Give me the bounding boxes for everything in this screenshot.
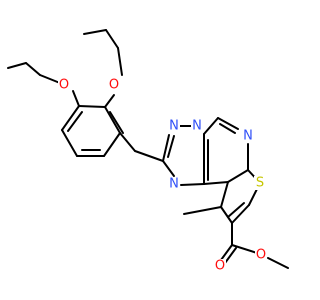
bond (162, 160, 175, 177)
bond (83, 29, 107, 35)
atom-label-background (191, 119, 203, 133)
atom-label-oxygen: O (215, 259, 225, 274)
atom-label-nitrogen: N (169, 119, 179, 134)
bond (104, 94, 115, 108)
atom-label-background (58, 78, 70, 92)
bond (134, 150, 164, 162)
bond (203, 181, 229, 185)
bond (72, 90, 80, 107)
atom-label-oxygen: O (256, 248, 266, 263)
bond (267, 257, 289, 269)
bond (105, 29, 119, 49)
bond (25, 62, 41, 76)
bond (109, 111, 124, 134)
atom-label-layer: O O N N N N S O O (58, 78, 267, 274)
atom-label-nitrogen: N (169, 177, 179, 192)
atom-label-background (214, 259, 226, 273)
bond (180, 183, 205, 186)
atom-label-oxygen: O (109, 78, 119, 93)
bond (7, 62, 27, 69)
bond-layer (7, 29, 289, 269)
atom-label-background (255, 248, 267, 262)
structure-drawing: O O N N N N S O O (7, 29, 289, 274)
bond (162, 134, 170, 162)
atom-label-background (108, 78, 120, 92)
atom-label-background (242, 129, 254, 143)
bond (224, 247, 237, 264)
bond (61, 129, 78, 157)
bond (227, 202, 245, 218)
atom-label-background (254, 176, 266, 190)
molecule-canvas: O O N N N N S O O (7, 29, 289, 274)
bond (183, 206, 222, 215)
bond (119, 132, 136, 152)
atom-label-sulfur: S (256, 176, 264, 191)
atom-label-nitrogen: N (192, 119, 202, 134)
bond (103, 132, 121, 157)
bond (231, 204, 250, 224)
bond (39, 74, 61, 84)
bond (217, 117, 239, 130)
atom-label-background (168, 119, 180, 133)
bond (117, 47, 123, 76)
bond (231, 244, 258, 254)
atom-label-oxygen: O (59, 78, 69, 93)
bond (220, 206, 233, 224)
bond (61, 105, 80, 131)
bond (67, 111, 83, 132)
bond (104, 106, 121, 134)
bond (227, 169, 249, 183)
atom-label-background (168, 177, 180, 191)
bond (167, 135, 175, 158)
bond (219, 123, 236, 134)
bond (203, 117, 219, 135)
bond (78, 105, 106, 108)
bond (220, 244, 233, 261)
bond (220, 181, 229, 208)
atom-label-nitrogen: N (243, 129, 253, 144)
